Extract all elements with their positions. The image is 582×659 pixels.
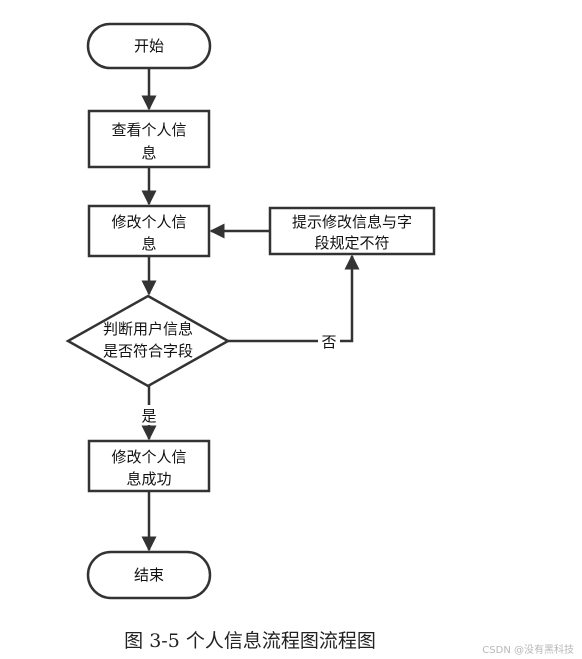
- node-check-decision: 判断用户信息 是否符合字段: [65, 294, 231, 388]
- node-end: 结束: [86, 550, 212, 600]
- node-edit-info-line2: 息: [141, 235, 156, 253]
- node-success-line1: 修改个人信: [111, 448, 186, 466]
- node-view-info-line2: 息: [141, 144, 156, 162]
- node-start-label: 开始: [134, 37, 164, 55]
- figure-caption: 图 3-5 个人信息流程图流程图: [124, 630, 376, 652]
- node-end-label: 结束: [134, 566, 164, 584]
- node-success-line2: 息成功: [126, 470, 171, 488]
- edge-label-no: 否: [321, 333, 336, 351]
- node-start: 开始: [86, 22, 212, 70]
- node-prompt-mismatch: 提示修改信息与字 段规定不符: [268, 206, 436, 256]
- edge-label-yes: 是: [141, 407, 156, 425]
- node-edit-success: 修改个人信 息成功: [87, 439, 211, 493]
- node-view-info: 查看个人信 息: [87, 109, 211, 169]
- node-prompt-line2: 段规定不符: [314, 234, 389, 252]
- node-edit-info-line1: 修改个人信: [111, 213, 186, 231]
- node-prompt-line1: 提示修改信息与字: [292, 213, 412, 231]
- node-check-line2: 是否符合字段: [103, 342, 193, 360]
- node-edit-info: 修改个人信 息: [87, 204, 211, 258]
- watermark: CSDN @没有黑科技: [482, 645, 574, 656]
- node-check-line1: 判断用户信息: [103, 320, 193, 338]
- flowchart: 开始 查看个人信 息 修改个人信 息 提示修改信息与字 段规定不符 判断用户信息…: [65, 22, 436, 600]
- edge-check-no-to-prompt: [228, 254, 360, 343]
- node-view-info-line1: 查看个人信: [111, 121, 186, 139]
